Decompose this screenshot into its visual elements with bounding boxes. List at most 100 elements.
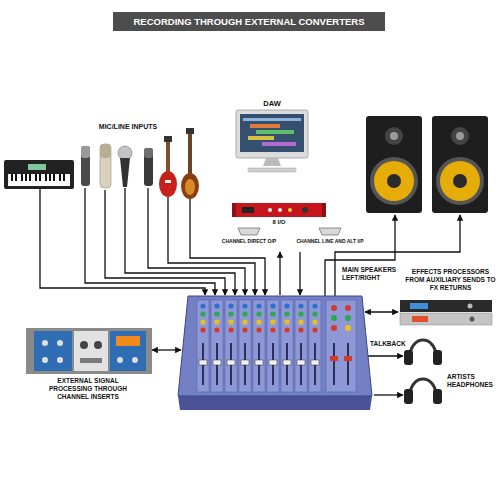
d-sub-connectors [238,228,341,235]
dust-cap [453,174,467,188]
mixer-top [178,296,372,396]
tweeter-dome [456,132,464,140]
device-label: MAIN SPEAKERS LEFT/RIGHT [342,266,402,282]
guitars [159,128,199,199]
mixer [178,296,372,410]
effects-racks [400,300,492,325]
screen-track [248,136,274,140]
channel-strip [309,300,321,392]
master-button [345,305,351,311]
woofer-cone [440,161,480,201]
fader-cap [330,356,338,361]
bass-body [181,173,199,199]
rack-knob [94,341,102,349]
headband [410,379,436,395]
guitar-pickup [165,180,171,183]
interface-led [278,208,282,212]
wire [105,190,225,295]
effects-unit [400,313,492,325]
device-label: EXTERNAL SIGNAL PROCESSING THROUGH CHANN… [38,377,138,400]
ear-cup [433,389,442,404]
keyboard-body [4,160,74,189]
rack-frame [26,328,152,374]
rack-knob [57,340,63,346]
interface [232,203,326,217]
fader-cap [344,356,352,361]
wire [190,198,265,295]
microphones [81,144,153,188]
section-label: MIC/LINE INPUTS [78,123,178,131]
rack-knob [80,341,88,349]
effects-display [410,303,428,309]
effects-knob [470,317,475,322]
mic-body [120,158,130,187]
interface-body [232,203,326,217]
channel-strip [253,300,265,392]
channel-strip [239,300,251,392]
black-keys [12,174,64,181]
headband [410,340,436,356]
effects-display [412,316,428,322]
port-label: CHANNEL DIRECT O/P [210,238,288,244]
wire [125,188,235,295]
channel-strip [225,300,237,392]
screen-track [262,142,296,146]
guitar-body [159,171,177,197]
mic-head [118,146,132,160]
title-bar: RECORDING THROUGH EXTERNAL CONVERTERS [113,12,385,31]
guitar-head [164,136,172,142]
device-label: ARTISTS HEADPHONES [447,373,497,389]
device-label: DAW [252,99,292,108]
dust-cap [387,174,401,188]
bass-head [186,128,194,134]
device-label: EFFECTS PROCESSORS FROM AUXILIARY SENDS … [403,268,498,291]
screen-track [250,124,280,128]
interface-led [268,208,272,212]
wire [365,311,398,312]
tweeter [385,127,403,145]
rack-knob [57,357,63,363]
channel-strip [211,300,223,392]
effects-knob [468,304,473,309]
computer [236,110,308,172]
guitar-neck [166,140,170,174]
headphones [404,340,442,404]
wire [368,355,403,356]
bass-burst [185,179,195,195]
speakers [366,116,488,213]
woofer-rim [370,157,418,205]
port-label: CHANNEL LINE AND ALT I/P [290,238,370,244]
monitor-screen [240,114,304,152]
mic-body [144,148,153,186]
channel-strip [197,300,209,392]
master-button [345,325,351,331]
speaker-cabinet [432,116,488,213]
wire [40,189,205,295]
mic-grille [144,148,153,158]
keyboard [4,160,74,189]
woofer-cone [374,161,414,201]
d-sub [319,228,341,235]
keyboard-keys [8,174,70,186]
keyboard-display [28,164,46,170]
screen-track [256,130,294,134]
master-section [326,300,356,392]
interface-knob [302,207,308,213]
woofer-rim [436,157,484,205]
fader-slot [347,343,349,385]
rack-knob [42,340,48,346]
channel-strip [281,300,293,392]
master-button [345,315,351,321]
rack-panel [116,336,140,346]
channel-strip [295,300,307,392]
monitor-frame [236,110,308,158]
tweeter [451,127,469,145]
effects-unit [400,300,492,312]
speaker-cabinet [366,116,422,213]
outboard-rack [26,328,152,374]
master-button [331,315,337,321]
master-button [331,305,337,311]
rack-ear [322,203,326,217]
